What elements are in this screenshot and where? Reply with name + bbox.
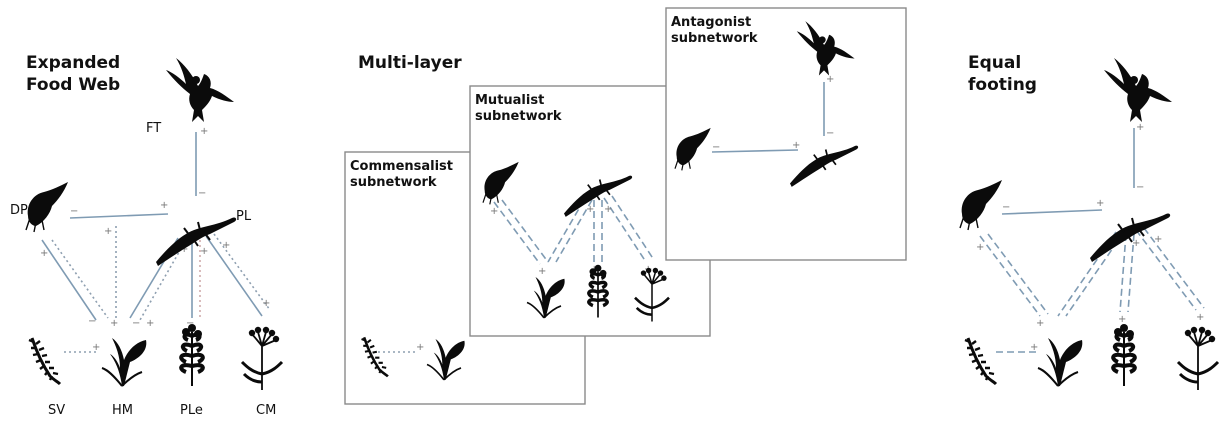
label-pl: PL (236, 209, 252, 224)
commensalist-title-line1: Commensalist (350, 159, 453, 174)
equal-footing-section: Equal footing + − − + + + + + + + + (960, 53, 1218, 390)
svg-text:−: − (826, 128, 834, 139)
equal-bird-icon (1104, 58, 1172, 122)
ple-leafy-plant-icon (181, 324, 203, 386)
expanded-food-web-section: Expanded Food Web + − − + + + + + (10, 53, 282, 418)
commensalist-title-line2: subnetwork (350, 175, 437, 190)
svg-text:+: + (200, 126, 208, 137)
antagonist-title-line1: Antagonist (671, 15, 751, 30)
svg-text:+: + (146, 318, 154, 329)
equal-insect-icon (960, 180, 1002, 230)
svg-text:+: + (1030, 342, 1038, 353)
svg-text:+: + (490, 206, 498, 217)
svg-text:+: + (976, 242, 984, 253)
svg-text:+: + (792, 140, 800, 151)
link-hm-dp-dot (52, 240, 108, 318)
ft-bird-icon (166, 58, 234, 122)
svg-text:−: − (132, 318, 140, 329)
svg-text:−: − (198, 188, 206, 199)
svg-text:+: + (1036, 318, 1044, 329)
svg-text:+: + (222, 240, 230, 251)
equal-signs: + − − + + + + + + + + + (976, 122, 1204, 353)
label-cm: CM (256, 403, 276, 418)
multilayer-title: Multi-layer (358, 53, 462, 73)
svg-text:+: + (104, 226, 112, 237)
expanded-title-line2: Food Web (26, 75, 120, 95)
svg-text:+: + (538, 266, 546, 277)
multilayer-section: Multi-layer Commensalist subnetwork + Mu… (345, 8, 906, 404)
svg-text:+: + (1132, 238, 1140, 249)
equal-umbel-plant-icon (1178, 327, 1218, 390)
label-sv: SV (48, 403, 65, 418)
dp-insect-icon (26, 182, 68, 232)
mutualist-title-line2: subnetwork (475, 109, 562, 124)
svg-text:+: + (416, 342, 424, 353)
label-ple: PLe (180, 403, 203, 418)
sv-spike-plant-icon (29, 338, 60, 384)
mutualist-title-line1: Mutualist (475, 93, 544, 108)
label-ft: FT (146, 121, 161, 136)
equal-title-line1: Equal (968, 53, 1021, 73)
svg-text:+: + (1118, 314, 1126, 325)
expanded-signs: + − − + + + + + + − + − + − + + (40, 126, 270, 353)
link-pl-cm (206, 236, 262, 316)
svg-text:+: + (200, 246, 208, 257)
expanded-links (42, 132, 270, 352)
svg-text:+: + (1096, 198, 1104, 209)
svg-text:+: + (110, 318, 118, 329)
svg-text:−: − (1136, 182, 1144, 193)
hm-arum-plant-icon (102, 338, 146, 386)
svg-text:−: − (1002, 202, 1010, 213)
equal-arum-plant-icon (1038, 338, 1082, 386)
svg-text:+: + (604, 204, 612, 215)
svg-text:+: + (92, 342, 100, 353)
label-hm: HM (112, 403, 133, 418)
expanded-title-line1: Expanded (26, 53, 120, 73)
svg-text:−: − (70, 206, 78, 217)
svg-text:+: + (160, 200, 168, 211)
link-dp-hm (42, 240, 96, 320)
svg-text:−: − (88, 316, 96, 327)
antagonist-title-line2: subnetwork (671, 31, 758, 46)
equal-title-line2: footing (968, 75, 1037, 95)
equal-spike-plant-icon (965, 338, 996, 384)
link-dp-pl (70, 214, 168, 218)
cm-umbel-plant-icon (242, 327, 282, 390)
equal-links (980, 128, 1204, 352)
label-dp: DP (10, 203, 28, 218)
svg-text:+: + (1154, 234, 1162, 245)
equal-leafy-plant-icon (1113, 324, 1135, 386)
svg-text:+: + (262, 298, 270, 309)
antagonist-panel: Antagonist subnetwork + − − + (666, 8, 906, 260)
svg-text:+: + (1196, 312, 1204, 323)
svg-text:+: + (586, 204, 594, 215)
svg-text:+: + (40, 248, 48, 259)
svg-text:−: − (712, 142, 720, 153)
svg-text:+: + (826, 74, 834, 85)
svg-text:+: + (1136, 122, 1144, 133)
